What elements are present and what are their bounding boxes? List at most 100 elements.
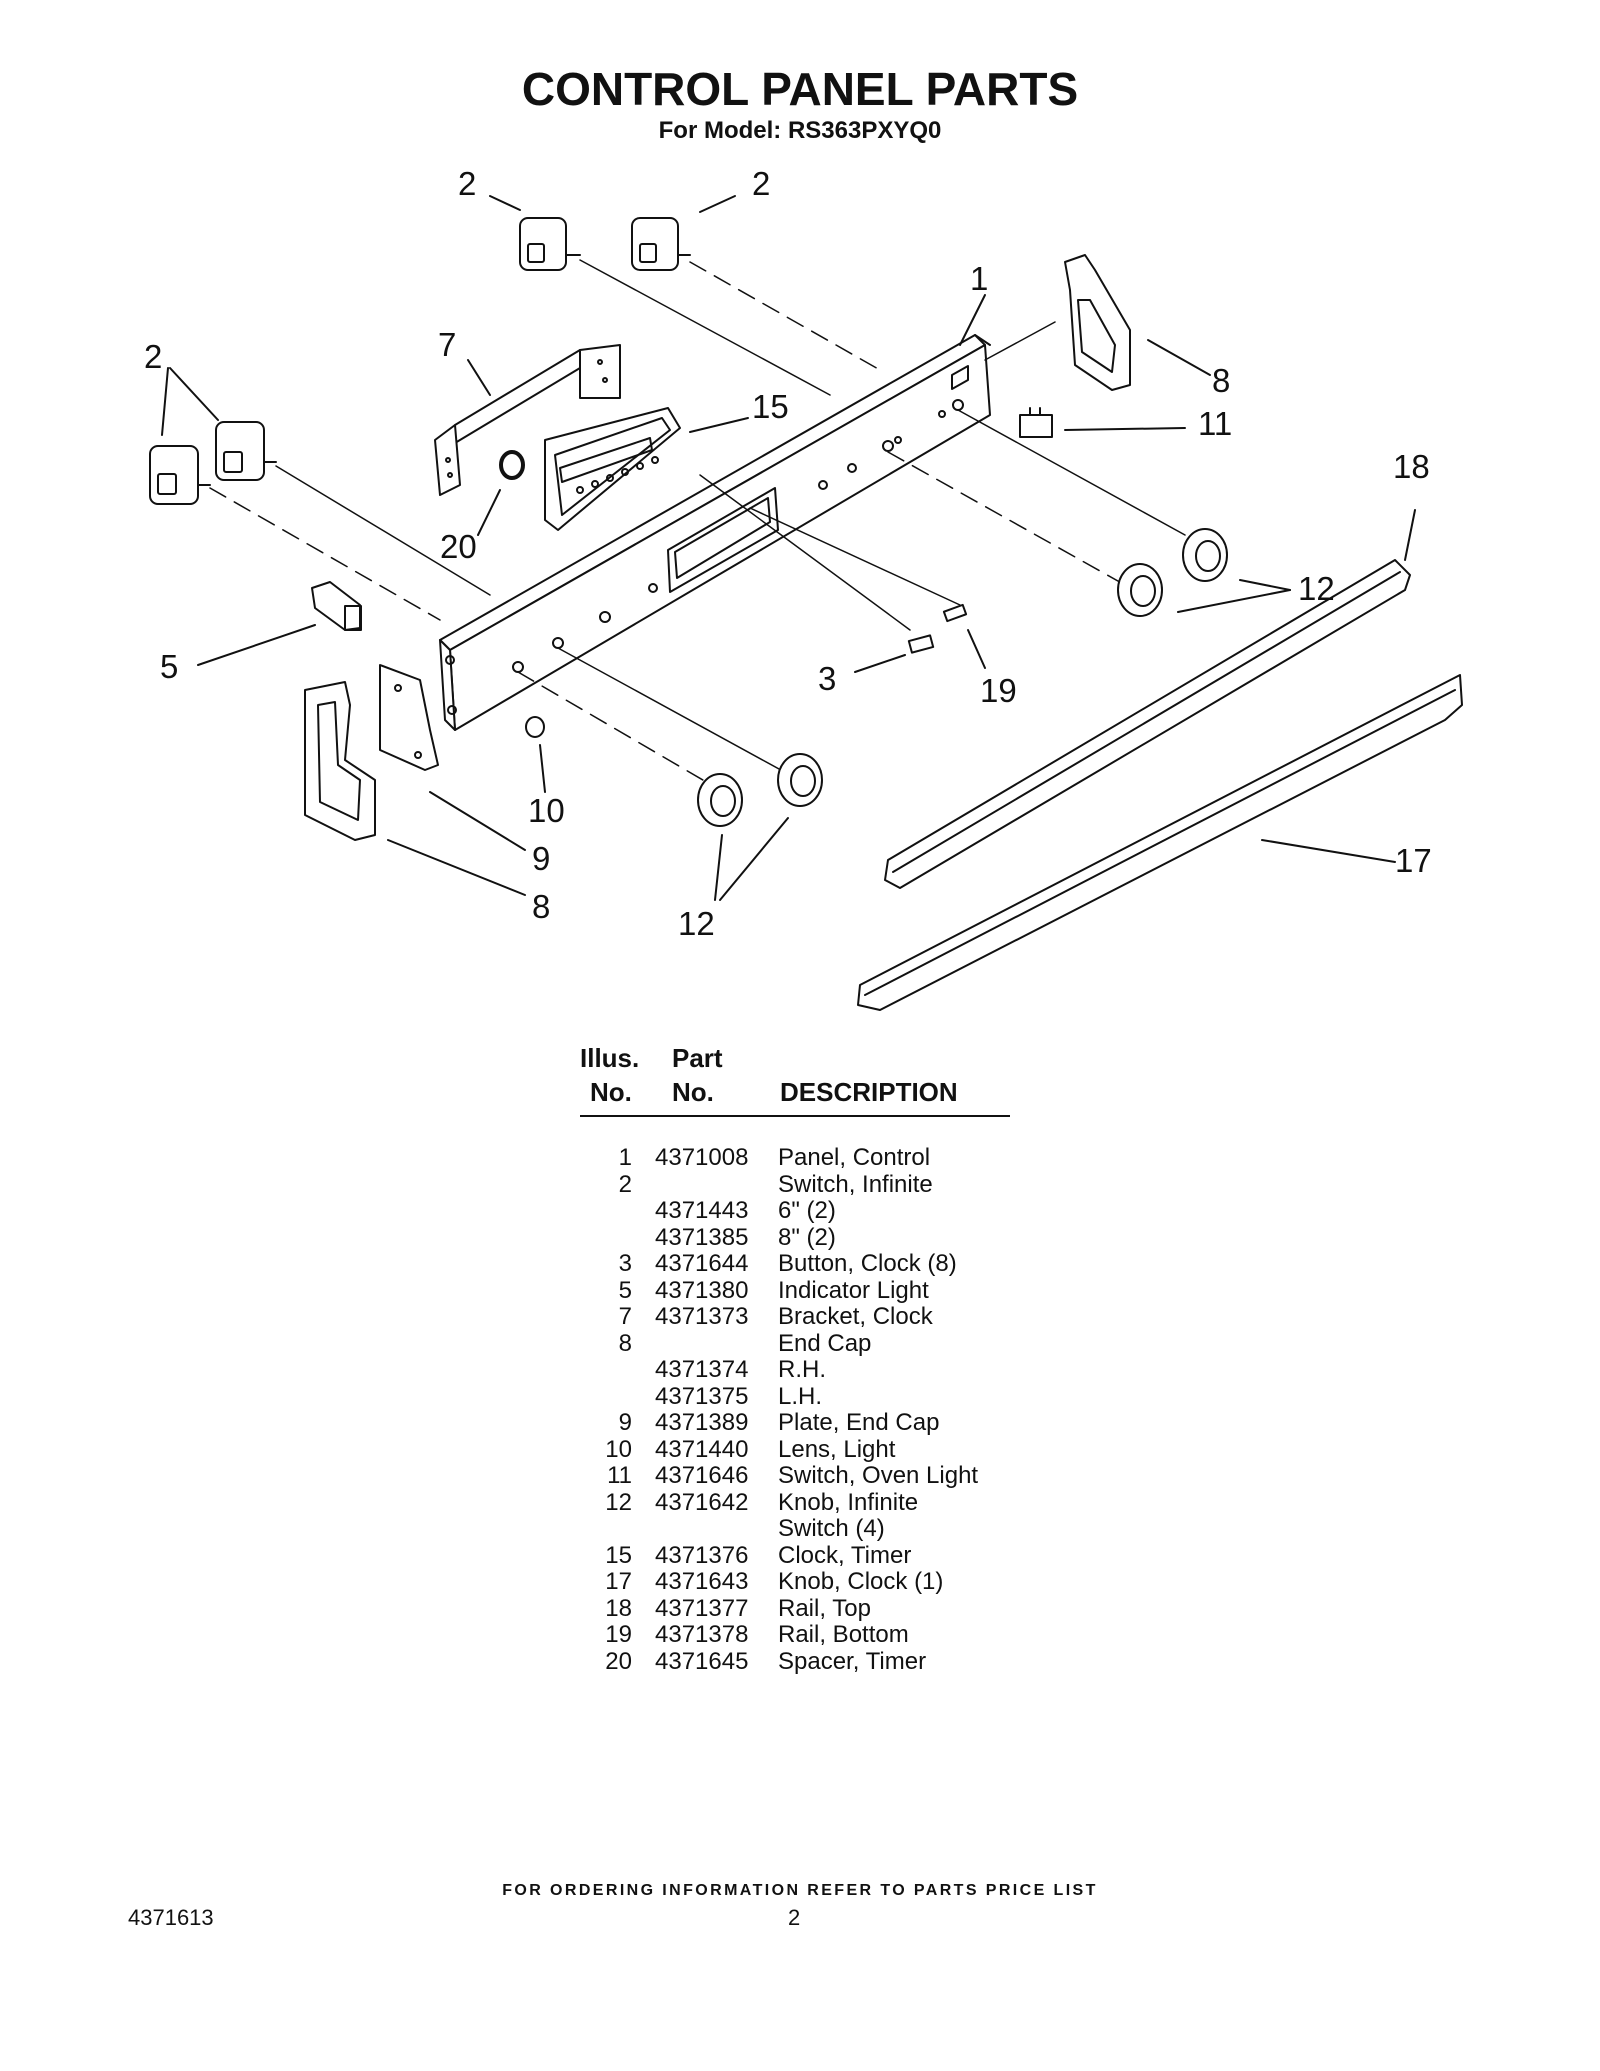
part-no-cell: 4371008 [655, 1144, 749, 1171]
part-no-cell: 4371443 [655, 1197, 749, 1224]
illus-no-cell: 8 [618, 1329, 632, 1357]
table-row: 4371375 L.H. [580, 1382, 1010, 1411]
part-no-cell: 4371643 [655, 1568, 749, 1595]
top-rail-part [884, 559, 1411, 889]
illus-no-cell: 20 [605, 1647, 632, 1675]
illus-no-cell: 7 [618, 1303, 632, 1330]
callout-8: 8 [1212, 362, 1230, 399]
callout-2: 2 [752, 165, 770, 202]
infinite-knob-part [697, 528, 1228, 827]
description-cell: Clock, Timer [778, 1541, 912, 1569]
document-number: 4371613 [128, 1905, 214, 1930]
part-no-cell: 4371389 [655, 1409, 749, 1436]
description-cell: Knob, Infinite [778, 1488, 919, 1516]
table-row: 12 4371642 Knob, Infinite [580, 1488, 1010, 1517]
description-cell: Switch, Oven Light [778, 1462, 979, 1489]
description-cell: Knob, Clock (1) [778, 1568, 944, 1595]
description-cell: 6" (2) [778, 1197, 836, 1224]
bottom-rail-part [857, 674, 1463, 1011]
end-cap-plate-part [379, 664, 439, 771]
clock-button-part [907, 634, 935, 654]
callout-2: 2 [144, 338, 162, 375]
end-cap-lh-part [304, 681, 376, 841]
timer-spacer-part [499, 450, 525, 480]
callout-2: 2 [458, 165, 476, 202]
table-row: 4371443 6" (2) [580, 1197, 1010, 1225]
description-cell: L.H. [778, 1382, 823, 1410]
ordering-note: FOR ORDERING INFORMATION REFER TO PARTS … [502, 1882, 1098, 1899]
illus-no-cell: 12 [605, 1488, 632, 1516]
illus-no-cell: 1 [618, 1144, 632, 1171]
part-no-cell: 4371642 [655, 1488, 749, 1516]
end-cap-rh-part [1064, 254, 1131, 391]
table-row: 15 4371376 Clock, Timer [580, 1541, 1010, 1570]
illus-no-cell: 2 [618, 1170, 632, 1198]
table-row: 5 4371380 Indicator Light [580, 1276, 1010, 1305]
callout-12: 12 [1298, 570, 1335, 607]
part-no-cell: 4371440 [655, 1435, 749, 1463]
header-part-no: No. [672, 1077, 714, 1107]
table-row: 18 4371377 Rail, Top [580, 1594, 1010, 1623]
description-cell: Spacer, Timer [778, 1647, 927, 1675]
infinite-switch-part [149, 217, 691, 505]
description-cell: Switch (4) [778, 1515, 885, 1542]
callout-19: 17 [1395, 842, 1432, 879]
header-illus-no: No. [590, 1077, 632, 1107]
callout-11: 11 [1198, 405, 1232, 442]
callout-9: 9 [532, 840, 550, 877]
illus-no-cell: 3 [618, 1250, 632, 1277]
illus-no-cell: 5 [618, 1276, 632, 1304]
part-no-cell: 4371375 [655, 1382, 749, 1410]
indicator-light-part [311, 581, 362, 631]
callout-arrows [161, 195, 1416, 901]
header-illus: Illus. [580, 1043, 640, 1073]
part-no-cell: 4371645 [655, 1647, 749, 1675]
illus-no-cell: 17 [605, 1568, 632, 1595]
part-no-cell: 4371644 [655, 1250, 749, 1277]
description-cell: Rail, Top [778, 1594, 871, 1622]
description-cell: Indicator Light [778, 1276, 929, 1304]
part-no-cell: 4371373 [655, 1303, 749, 1330]
description-cell: 8" (2) [778, 1223, 836, 1251]
clock-knob-part [942, 603, 968, 623]
header-description: DESCRIPTION [780, 1077, 958, 1107]
table-row: Switch (4) [580, 1515, 1010, 1543]
part-no-cell: 4371646 [655, 1462, 749, 1489]
description-cell: End Cap [778, 1329, 872, 1357]
callout-7: 7 [438, 326, 456, 363]
clock-bracket-part [434, 344, 621, 496]
illus-no-cell: 19 [605, 1621, 632, 1648]
illus-no-cell: 15 [605, 1541, 632, 1569]
description-cell: R.H. [778, 1356, 826, 1383]
description-cell: Rail, Bottom [778, 1621, 909, 1648]
callout-15: 15 [752, 388, 789, 425]
callout-1: 1 [970, 260, 988, 297]
part-no-cell: 4371380 [655, 1276, 749, 1304]
callout-17: 19 [980, 672, 1017, 709]
callout-18: 18 [1393, 448, 1430, 485]
light-lens-part [525, 716, 545, 738]
exploded-parts-diagram: 2 2 1 2 7 8 15 11 18 20 12 5 3 19 10 9 1… [144, 165, 1463, 1011]
part-no-cell: 4371374 [655, 1356, 749, 1383]
oven-light-switch-part [1019, 407, 1053, 438]
part-no-cell: 4371376 [655, 1541, 749, 1569]
callout-5: 5 [160, 648, 178, 685]
illus-no-cell: 18 [605, 1594, 632, 1622]
table-row: 1 4371008 Panel, Control [580, 1144, 1010, 1172]
page-title: CONTROL PANEL PARTS [521, 63, 1079, 115]
table-row: 20 4371645 Spacer, Timer [580, 1647, 1010, 1676]
description-cell: Panel, Control [778, 1144, 931, 1171]
part-no-cell: 4371377 [655, 1594, 749, 1622]
control-panel-part [439, 334, 991, 731]
illus-no-cell: 11 [607, 1462, 632, 1489]
description-cell: Lens, Light [778, 1435, 896, 1463]
